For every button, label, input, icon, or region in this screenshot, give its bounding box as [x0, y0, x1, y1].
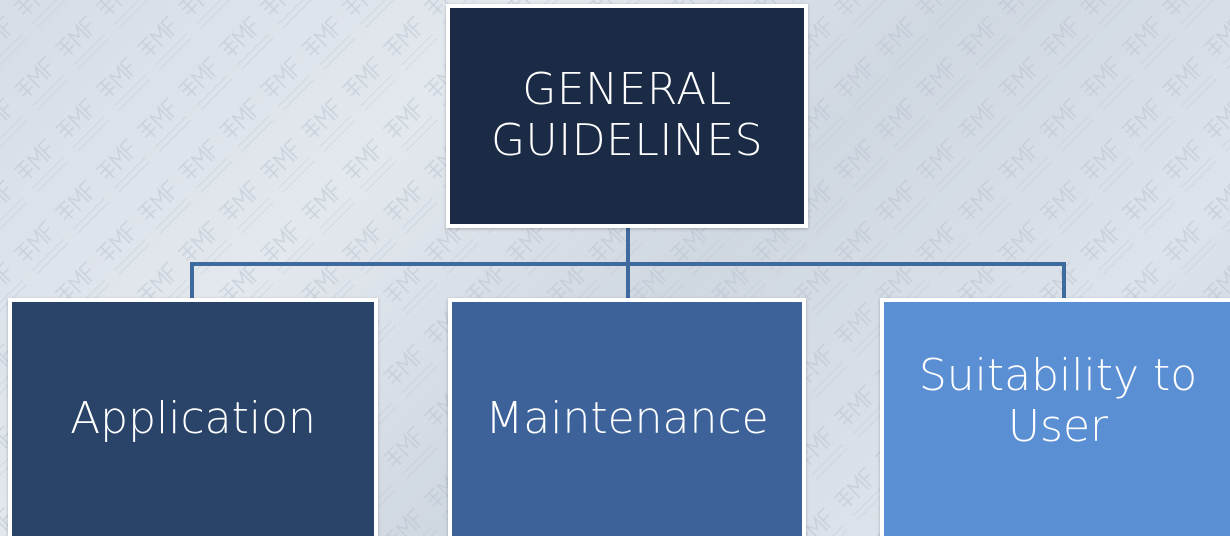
root-node-general-guidelines: GENERAL GUIDELINES [446, 4, 808, 228]
child-node-label: Maintenance [485, 392, 769, 444]
child-node-label: Application [70, 392, 316, 444]
child-node-maintenance: Maintenance [448, 298, 806, 536]
root-node-label: GENERAL GUIDELINES [490, 64, 764, 166]
child-node-application: Application [8, 298, 378, 536]
child-node-suitability-to-user: Suitability to User [880, 298, 1230, 536]
child-node-label: Suitability to User [918, 350, 1198, 452]
